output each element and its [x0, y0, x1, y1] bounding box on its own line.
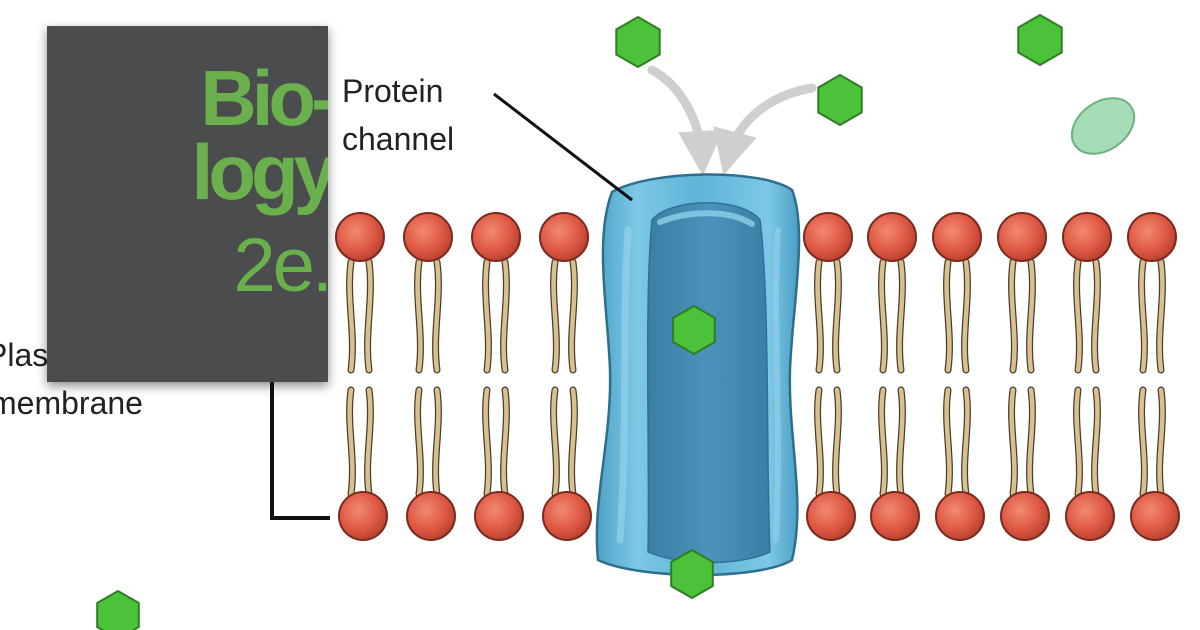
phospholipid-head — [997, 212, 1047, 262]
phospholipid-head — [806, 491, 856, 541]
molecule-hexagon-icon — [672, 304, 716, 356]
lipid-tail-pair — [1138, 258, 1166, 374]
lipid-tail-pair — [550, 386, 578, 498]
molecules — [96, 13, 1063, 630]
phospholipid-heads — [335, 212, 1180, 541]
book-cover-thumbnail[interactable]: Bio- logy 2e. — [47, 26, 328, 382]
phospholipid-head — [1000, 491, 1050, 541]
lipid-tail-pair — [414, 258, 442, 374]
protein-channel-label-line1: Protein — [342, 73, 444, 109]
lipid-tail-pair — [878, 386, 906, 498]
lipid-tail-pair — [1138, 386, 1166, 498]
phospholipid-head — [335, 212, 385, 262]
phospholipid-head — [803, 212, 853, 262]
molecule-hexagon-icon — [817, 73, 863, 127]
phospholipid-head — [1130, 491, 1180, 541]
phospholipid-head — [935, 491, 985, 541]
phospholipid-head — [932, 212, 982, 262]
lipid-tail-pair — [346, 386, 374, 498]
lipid-tail-pair — [814, 386, 842, 498]
lipid-tail-pair — [346, 258, 374, 374]
phospholipid-head — [1065, 491, 1115, 541]
phospholipid-head — [1062, 212, 1112, 262]
oval-molecule — [1070, 97, 1136, 155]
lipid-tail-pair — [414, 386, 442, 498]
phospholipid-head — [542, 491, 592, 541]
lipid-tail-pair — [943, 258, 971, 374]
molecule-hexagon-icon — [1017, 13, 1063, 67]
molecule-hexagon-icon — [670, 548, 714, 600]
book-edition: 2e. — [233, 223, 328, 308]
protein-channel-leader-line — [493, 92, 633, 202]
plasma-membrane-label-line2: membrane — [0, 385, 143, 421]
protein-channel-label-line2: channel — [342, 121, 455, 157]
phospholipid-head — [403, 212, 453, 262]
book-title-line2: logy — [191, 128, 328, 216]
lipid-tail-pair — [1008, 386, 1036, 498]
phospholipid-head — [338, 491, 388, 541]
phospholipid-head — [1127, 212, 1177, 262]
phospholipid-head — [471, 212, 521, 262]
lipid-tail-pair — [482, 258, 510, 374]
molecule-hexagon-icon — [96, 589, 140, 630]
lipid-tail-pair — [943, 386, 971, 498]
lipid-tail-pair — [1073, 386, 1101, 498]
plasma-membrane-bracket — [270, 380, 330, 520]
phospholipid-head — [870, 491, 920, 541]
phospholipid-head — [474, 491, 524, 541]
curved-arrow-right — [713, 83, 817, 176]
book-title-line1: Bio- — [200, 54, 328, 142]
lipid-tail-pair — [1073, 258, 1101, 374]
lipid-tail-pair — [1008, 258, 1036, 374]
phospholipid-head — [867, 212, 917, 262]
phospholipid-head — [539, 212, 589, 262]
molecule-hexagon-icon — [615, 15, 661, 69]
lipid-tail-pair — [814, 258, 842, 374]
protein-channel — [595, 173, 801, 577]
curved-arrow-left — [647, 65, 724, 176]
lipid-tail-pair — [878, 258, 906, 374]
lipid-tail-pair — [482, 386, 510, 498]
phospholipid-head — [406, 491, 456, 541]
lipid-tail-pair — [550, 258, 578, 374]
lipid-tails — [346, 258, 1166, 498]
